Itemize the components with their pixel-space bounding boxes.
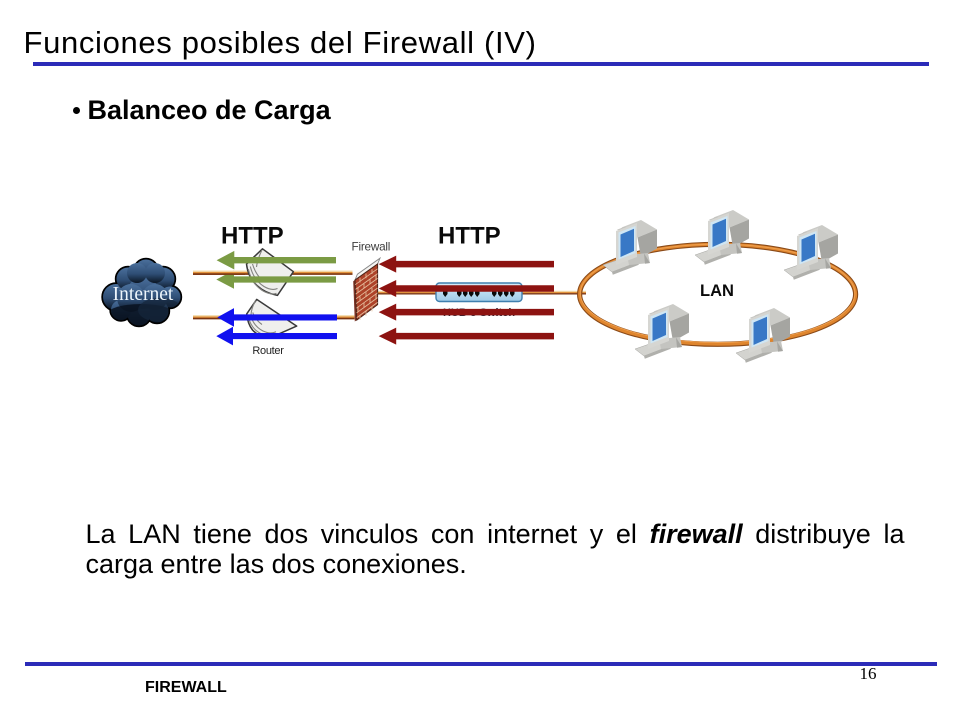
svg-text:Router: Router — [252, 345, 284, 357]
svg-text:HTTP: HTTP — [221, 223, 284, 250]
svg-text:Firewall: Firewall — [352, 241, 391, 254]
svg-text:Internet: Internet — [113, 284, 174, 305]
svg-text:LAN: LAN — [700, 282, 734, 300]
svg-text:HTTP: HTTP — [438, 223, 501, 250]
